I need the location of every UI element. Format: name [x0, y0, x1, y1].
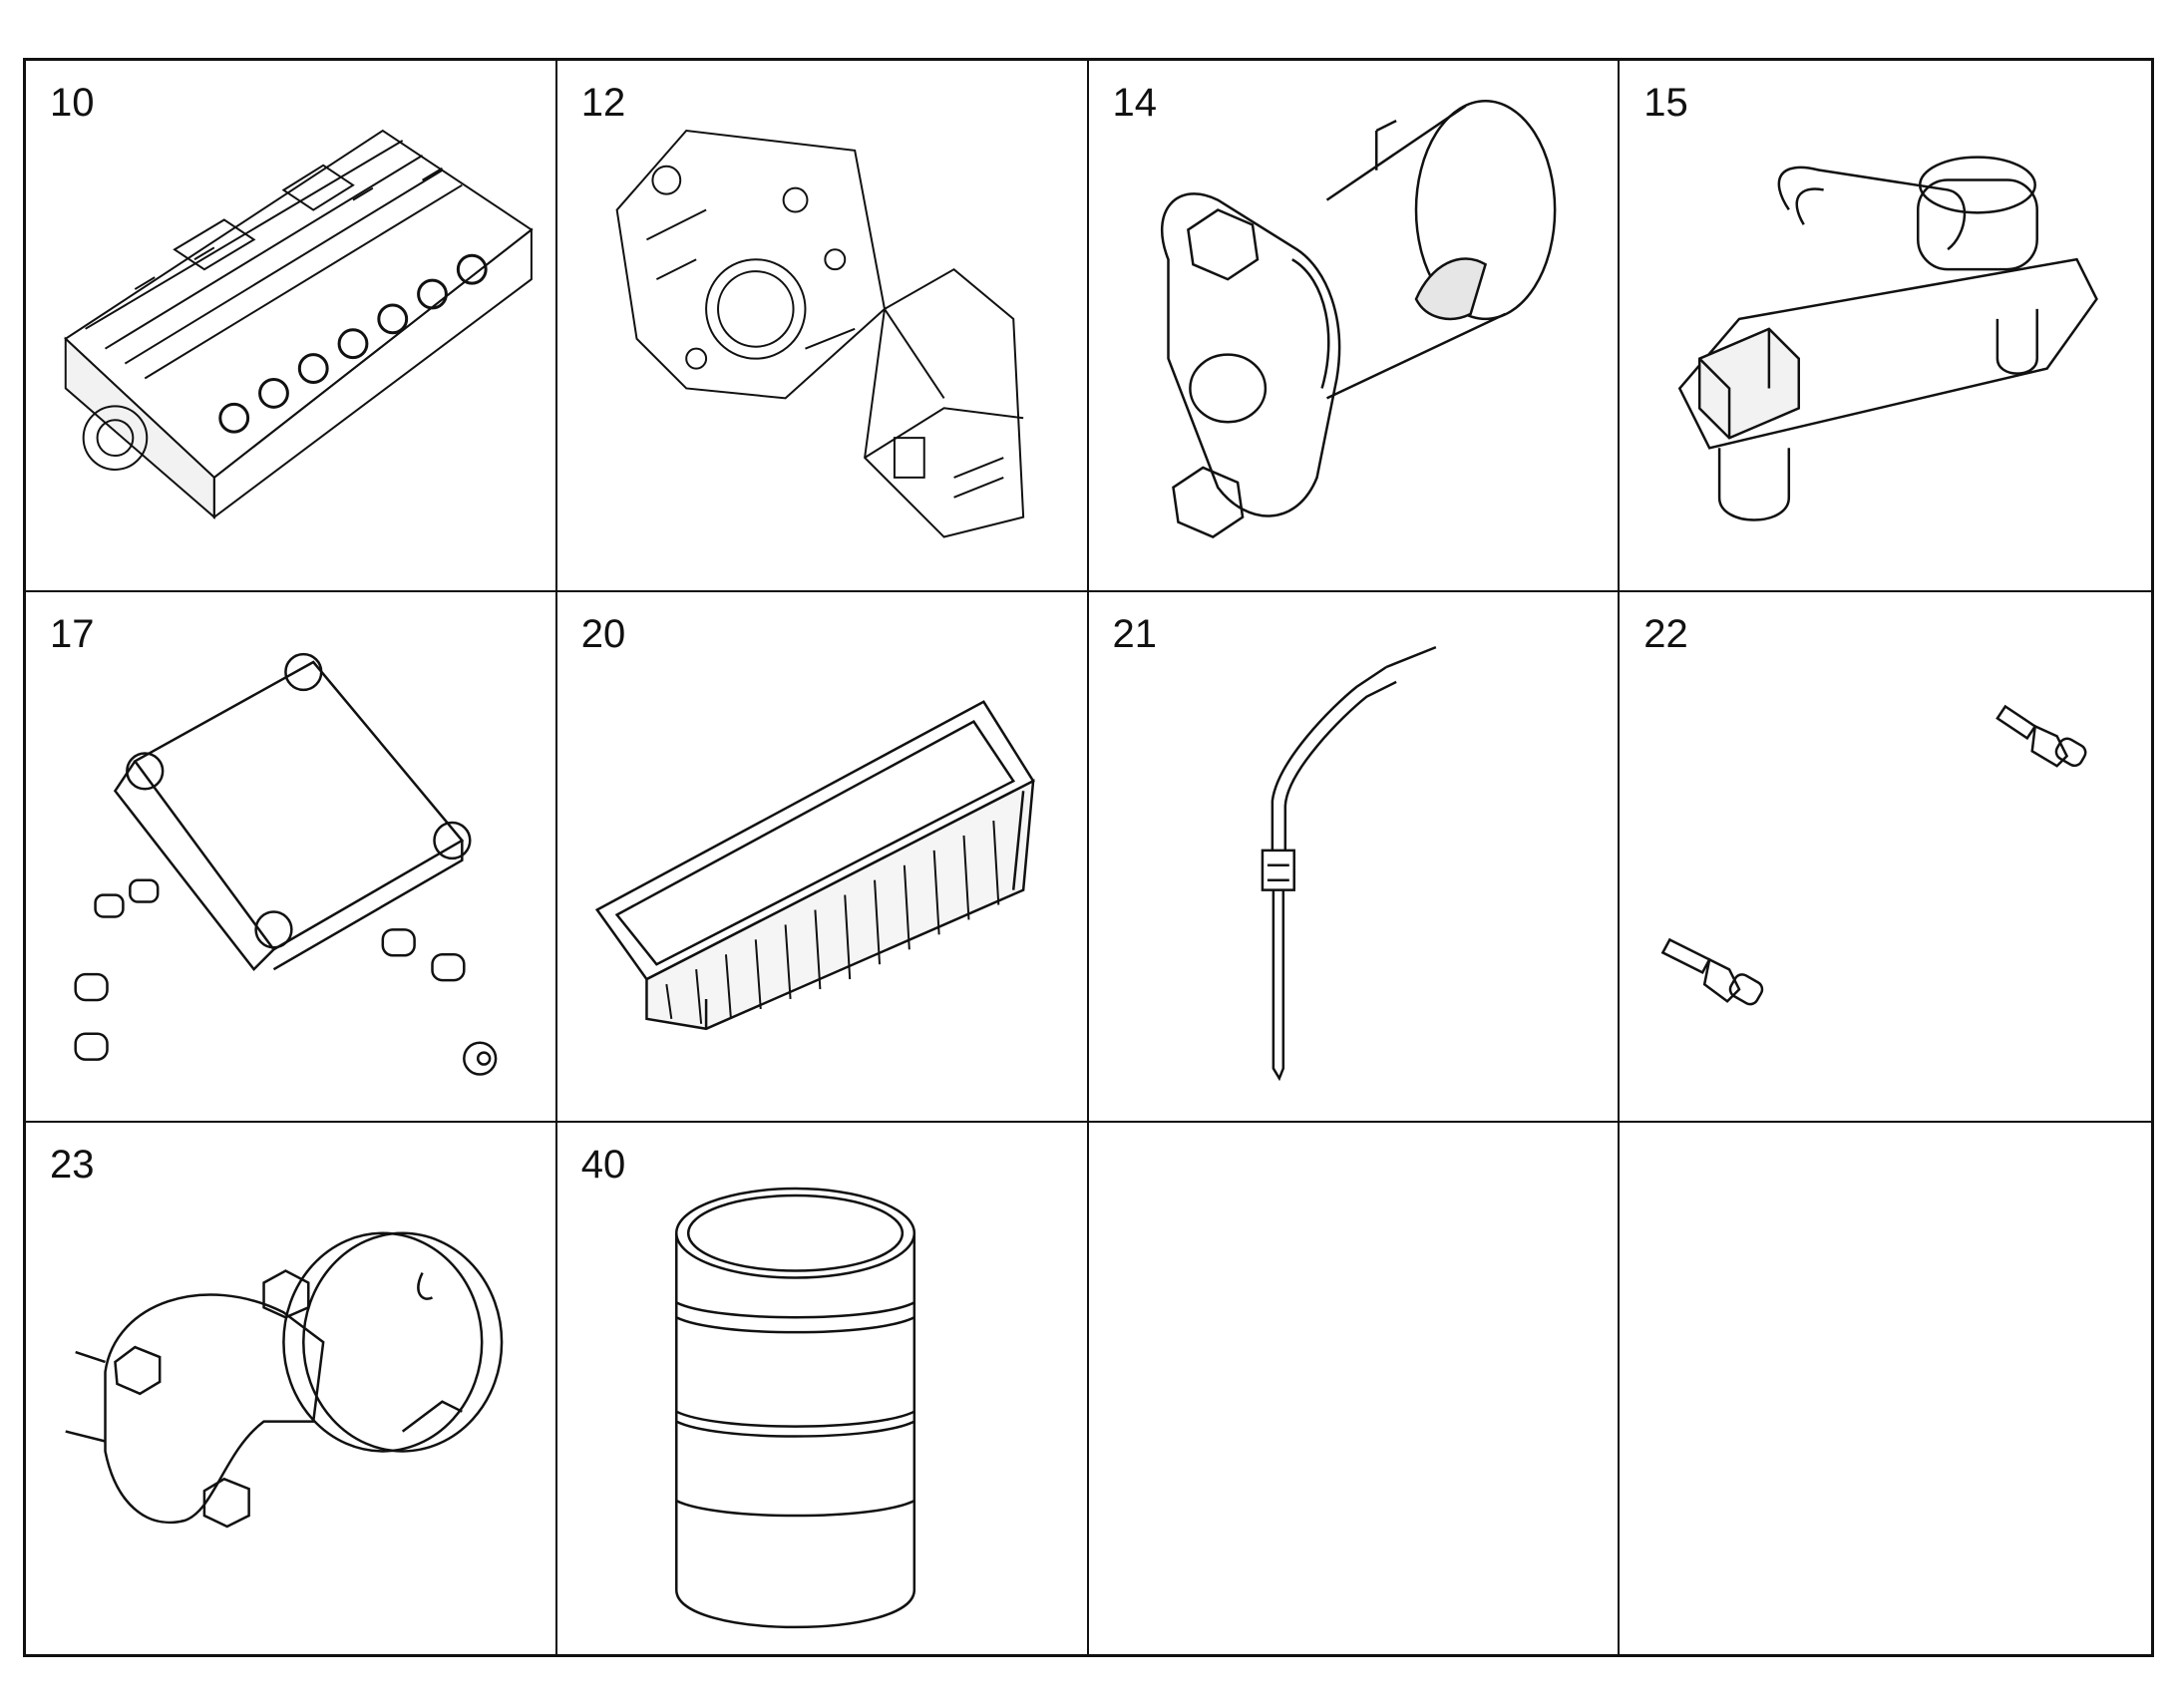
part-number: 15 [1643, 81, 1688, 125]
part-cell-15[interactable]: 15 [1620, 61, 2151, 592]
part-cell-21[interactable]: 21 [1088, 591, 1621, 1124]
part-cell-10[interactable]: 10 [26, 61, 557, 592]
parts-grid: 10 12 [23, 58, 2154, 1657]
part-number: 10 [50, 81, 95, 125]
sleeve-flange-icon [1089, 61, 1619, 590]
pipe-connector-icon [1620, 61, 2151, 590]
part-number: 14 [1112, 81, 1158, 125]
cylinder-liner-icon [557, 1123, 1087, 1654]
empty-cell [1620, 1123, 2151, 1654]
oil-filler-icon [26, 1123, 555, 1654]
part-number: 17 [50, 611, 95, 656]
part-number: 21 [1112, 611, 1158, 656]
cover-plate-plugs-icon [26, 592, 555, 1122]
sensors-icon [1620, 592, 2151, 1122]
timing-case-icon [557, 61, 1087, 590]
part-cell-14[interactable]: 14 [1088, 61, 1621, 592]
part-number: 23 [50, 1143, 95, 1188]
dipstick-icon [1089, 592, 1619, 1122]
part-number: 12 [580, 81, 626, 125]
engine-block-icon [26, 61, 555, 590]
part-cell-22[interactable]: 22 [1620, 592, 2151, 1124]
part-number: 40 [580, 1143, 626, 1188]
part-cell-12[interactable]: 12 [556, 61, 1089, 592]
empty-cell [1089, 1123, 1621, 1654]
part-number: 20 [580, 611, 626, 656]
oil-pan-icon [557, 592, 1087, 1122]
part-cell-40[interactable]: 40 [557, 1123, 1089, 1654]
part-cell-17[interactable]: 17 [26, 591, 557, 1124]
part-cell-23[interactable]: 23 [26, 1123, 557, 1654]
part-cell-20[interactable]: 20 [556, 591, 1089, 1124]
part-number: 22 [1643, 611, 1688, 656]
